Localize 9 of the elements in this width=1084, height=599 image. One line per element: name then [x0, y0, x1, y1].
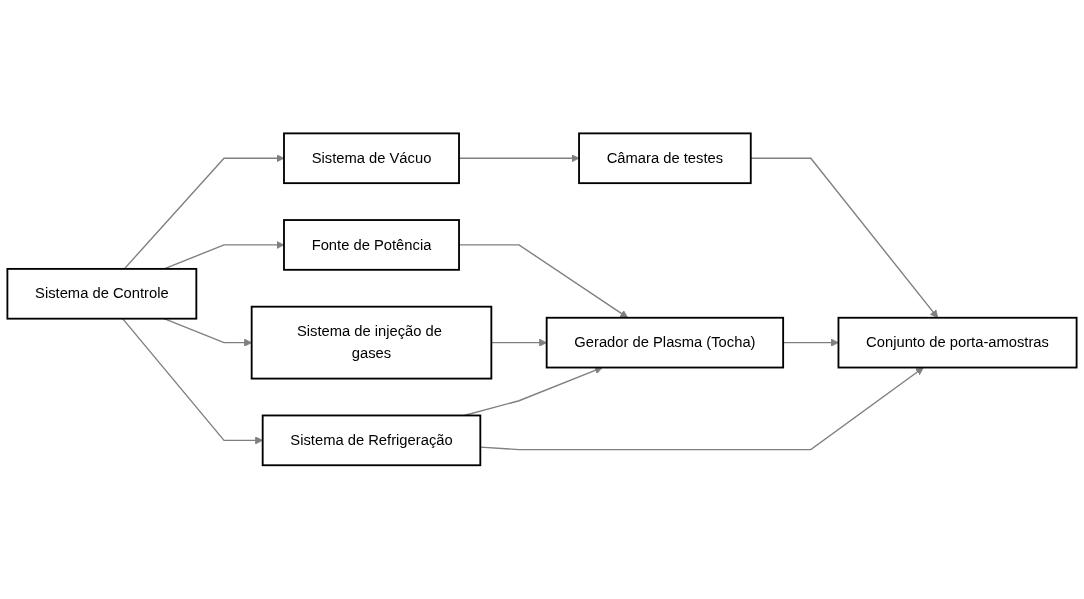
- node-box: Câmara de testes: [578, 132, 752, 185]
- node-box: Sistema de injeção de gases: [250, 305, 493, 380]
- node-box: Sistema de Controle: [6, 268, 198, 320]
- arrow: [750, 157, 939, 319]
- node-box: Conjunto de porta-amostras: [837, 317, 1078, 369]
- node-box: Sistema de Refrigeração: [261, 414, 482, 467]
- node-box: Fonte de Potência: [283, 219, 460, 271]
- node-box: Gerador de Plasma (Tocha): [545, 317, 785, 369]
- node-box: Sistema de Vácuo: [283, 132, 460, 185]
